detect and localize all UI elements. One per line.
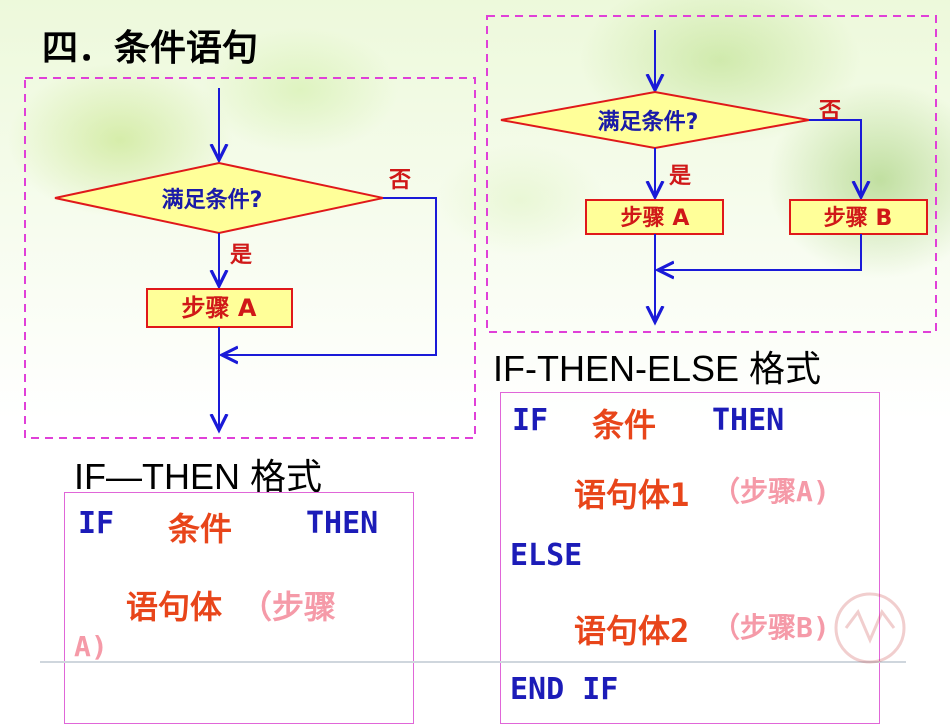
left-code-then: THEN <box>306 506 379 541</box>
footer-divider <box>40 661 906 663</box>
right-code-paren2: （步骤B) <box>712 611 830 644</box>
right-code-else: ELSE <box>510 538 583 573</box>
right-code-if: IF <box>512 403 549 438</box>
right-no-path <box>809 119 861 197</box>
right-code-cond: 条件 <box>592 406 657 444</box>
right-code-end: END IF <box>510 672 619 707</box>
right-yes-label: 是 <box>669 164 691 189</box>
left-decision-text: 满足条件? <box>162 187 263 213</box>
left-dashed-frame <box>24 77 476 439</box>
left-step-box <box>146 288 293 328</box>
right-step-b-text: 步骤 B <box>824 205 892 231</box>
left-code-stmt: 语句体 <box>126 588 223 626</box>
right-step-a-box <box>585 199 724 235</box>
left-code-paren: （步骤 <box>240 588 337 626</box>
left-code-if: IF <box>78 506 115 541</box>
right-dashed-frame <box>486 15 937 333</box>
right-no-label: 否 <box>818 99 841 124</box>
right-code-stmt2: 语句体2 <box>574 612 690 650</box>
right-code-then: THEN <box>712 403 785 438</box>
if-then-title: IF—THEN 格式 <box>74 456 322 497</box>
right-merge-path <box>658 234 862 270</box>
left-code-paren-end: A) <box>74 630 108 663</box>
right-step-a-text: 步骤 A <box>621 205 690 231</box>
left-no-label: 否 <box>388 168 411 193</box>
right-step-b-box <box>789 199 928 235</box>
right-code-stmt1: 语句体1 <box>574 476 690 514</box>
left-code-cond: 条件 <box>168 510 233 548</box>
slide-title: 四．条件语句 <box>42 28 259 69</box>
left-yes-label: 是 <box>230 243 252 268</box>
right-code-paren1: （步骤A) <box>712 475 830 508</box>
if-then-else-title: IF-THEN-ELSE 格式 <box>493 348 822 389</box>
left-no-path <box>222 197 437 355</box>
left-step-text: 步骤 A <box>182 294 257 322</box>
right-decision-text: 满足条件? <box>598 109 699 135</box>
